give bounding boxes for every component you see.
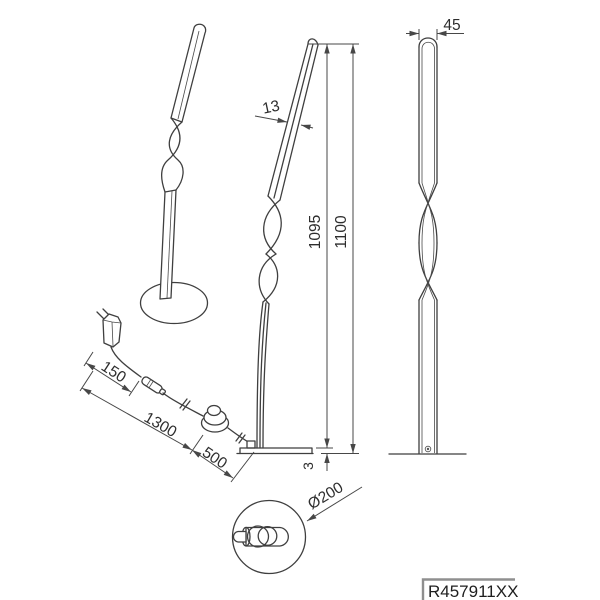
plug-facet	[102, 319, 122, 347]
dim-line-1300	[81, 387, 193, 451]
pole-edges-upper-inner	[421, 49, 435, 183]
cable	[110, 346, 142, 378]
screw-dot	[424, 445, 432, 453]
pole-top-cap	[418, 37, 438, 48]
cable-segment-150-label: 150	[98, 358, 129, 387]
dim-line-150	[85, 362, 132, 393]
pole-section	[232, 525, 289, 548]
height-dimensions: 1095 1100 3	[300, 43, 359, 471]
pole-top-cap	[307, 38, 319, 46]
title-block-border	[421, 578, 515, 600]
dim-line-500	[191, 449, 234, 479]
body-height-dim-label: 1095	[307, 215, 324, 249]
pole-twist	[263, 199, 281, 255]
base-top-detail: Ø200	[231, 479, 363, 575]
product-code-label: R457911XX	[428, 582, 518, 600]
extension-line	[83, 351, 94, 367]
width-dimension: 45	[406, 17, 464, 40]
pole-lower	[256, 301, 270, 449]
cable-length-1300-label: 1300	[141, 409, 180, 441]
base-diameter-dim-label: Ø200	[305, 479, 347, 513]
extension-line	[230, 451, 255, 483]
width-dim-label: 45	[443, 17, 460, 34]
pole-lower-blade	[159, 189, 177, 300]
dim-leader	[306, 486, 363, 522]
base-ellipse	[139, 281, 209, 325]
pole-upper-blade	[170, 23, 207, 123]
thickness-dimension: 13	[254, 97, 314, 130]
pole-twist	[262, 253, 279, 303]
cable-grommet	[246, 440, 256, 449]
pole-twist	[160, 117, 181, 193]
base-plate	[239, 447, 313, 455]
base-thickness-dim-label: 3	[300, 462, 316, 470]
perspective-view	[139, 23, 209, 325]
detail-circle	[231, 499, 307, 575]
pole-twist	[258, 253, 277, 305]
screw-dot-center	[426, 447, 430, 451]
cable-assembly: 150 1300 500	[79, 308, 255, 483]
pole-edges-upper	[418, 46, 438, 184]
pole-lower-edge	[166, 190, 173, 299]
pole-edges-lower	[418, 299, 438, 455]
cable-segment-500-label: 500	[199, 444, 230, 473]
title-block: R457911XX	[421, 578, 518, 600]
dim-leader	[254, 115, 288, 123]
pole-twist	[265, 195, 282, 255]
pole-twist	[168, 121, 184, 191]
power-plug	[96, 308, 122, 348]
foot-switch	[200, 404, 230, 433]
thickness-dim-label: 13	[261, 97, 281, 117]
pole-upper-edge	[177, 30, 200, 120]
pole-edges-lower-inner	[421, 300, 435, 453]
pole-top-cap-inner	[421, 41, 435, 50]
extension-line	[189, 434, 204, 455]
side-view: 1095 1100 3 13	[236, 38, 359, 471]
pole-twist	[418, 182, 438, 301]
extension-line	[79, 370, 94, 392]
diameter-dimension: Ø200	[305, 479, 363, 522]
cable-dimensions: 150 1300 500	[79, 351, 255, 483]
pole-upper	[267, 43, 319, 201]
cable-break-tick	[235, 432, 246, 444]
plug-prong	[96, 311, 105, 320]
front-view: 45	[388, 17, 467, 455]
extension-line	[128, 380, 140, 397]
dim-leader	[300, 124, 314, 130]
total-height-dim-label: 1100	[333, 215, 350, 249]
